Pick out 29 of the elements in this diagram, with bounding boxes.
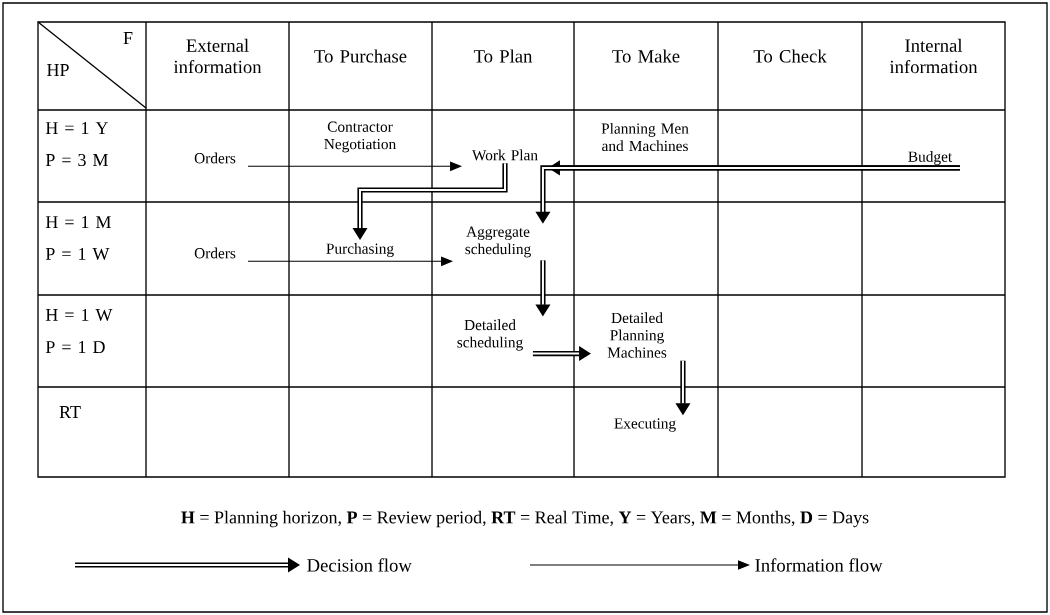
column-header-text: To Purchase <box>314 49 407 63</box>
flow-text: Work Plan <box>472 149 538 161</box>
flow-text: Contractor Negotiation <box>324 121 396 153</box>
row-header-text: H = 1 M <box>45 216 111 228</box>
flow-text: Budget <box>908 151 953 165</box>
flow-text: Detailed scheduling <box>457 319 523 351</box>
legend-text: Decision flow <box>307 558 412 572</box>
row-header-text: P = 1 D <box>45 341 105 353</box>
row-header-text: H = 1 Y <box>45 122 108 134</box>
row-header-text: RT <box>59 406 81 418</box>
corner-text: F <box>123 32 133 44</box>
flow-text: Purchasing <box>326 243 394 257</box>
legend-text: Information flow <box>755 558 883 572</box>
flow-text: Orders <box>194 247 236 259</box>
flow-text: Executing <box>614 418 676 432</box>
flow-text: Orders <box>194 152 236 164</box>
column-header-text: To Plan <box>473 49 533 63</box>
column-header-text: Internal information <box>889 38 978 74</box>
column-header-text: To Make <box>612 49 680 63</box>
column-header-text: To Check <box>753 49 827 63</box>
flow-text: Planning Men and Machines <box>601 122 689 152</box>
column-header-text: External information <box>173 38 262 74</box>
corner-text: HP <box>47 64 69 76</box>
row-header-text: P = 3 M <box>45 153 108 167</box>
flow-text: Aggregate scheduling <box>465 226 531 258</box>
row-header-text: H = 1 W <box>45 308 113 322</box>
key-text: H = Planning horizon, P = Review period, RT = Real Time, Y = Years, M = Months, D = Days <box>181 510 869 528</box>
flow-text: Detailed Planning Machines <box>607 312 667 358</box>
row-header-text: P = 1 W <box>45 247 110 261</box>
